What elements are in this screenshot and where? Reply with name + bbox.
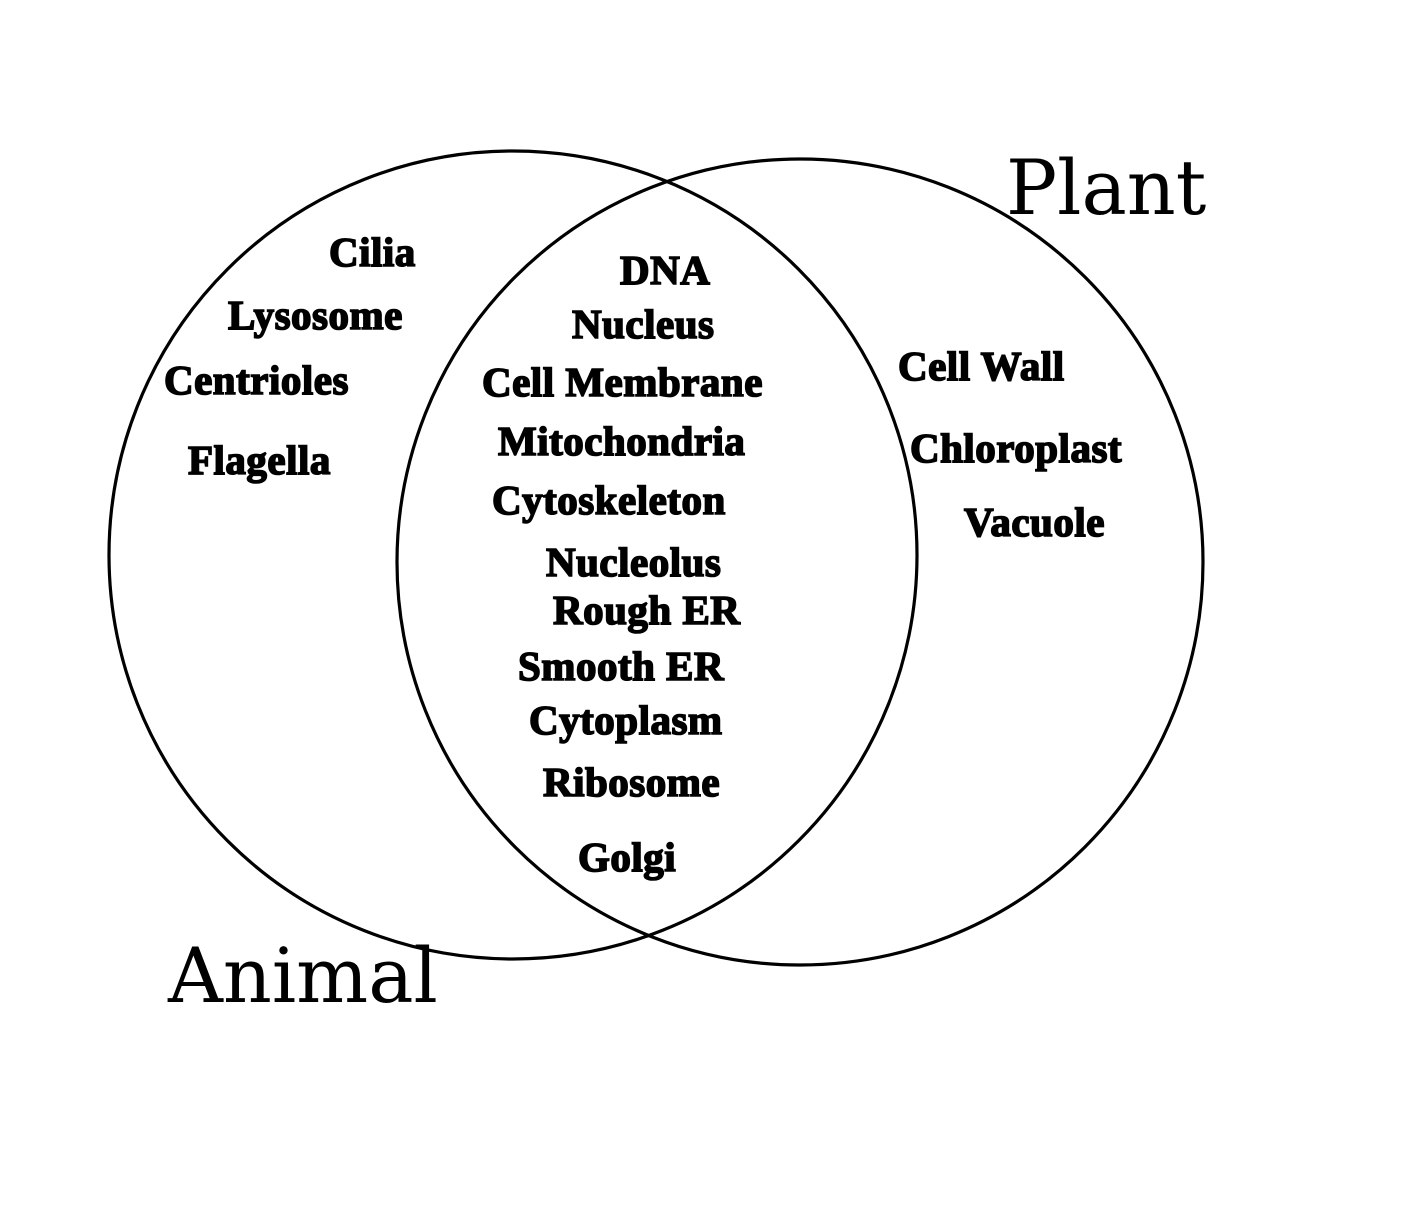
- animal-item-label: Cilia: [329, 229, 416, 275]
- shared-item-label: Golgi: [578, 834, 676, 880]
- animal-set-title: Animal: [167, 931, 438, 1020]
- plant-item-label: Chloroplast: [910, 425, 1122, 471]
- shared-item-label: Cytoplasm: [529, 697, 723, 743]
- shared-item-label: DNA: [620, 247, 710, 293]
- shared-item-label: Cell Membrane: [482, 359, 763, 405]
- shared-item-label: Rough ER: [553, 587, 740, 633]
- shared-region: DNA Nucleus Cell Membrane Mitochondria C…: [481, 246, 763, 881]
- animal-only-region: Cilia Lysosome Centrioles Flagella: [163, 228, 416, 484]
- animal-item-label: Flagella: [188, 437, 331, 483]
- animal-item-label: Lysosome: [228, 292, 403, 338]
- shared-item-label: Ribosome: [543, 759, 720, 805]
- plant-only-region: Cell Wall Chloroplast Vacuole: [897, 342, 1122, 546]
- plant-item-label: Vacuole: [964, 499, 1105, 545]
- shared-item-label: Smooth ER: [518, 643, 724, 689]
- plant-item-label: Cell Wall: [898, 343, 1065, 389]
- animal-item-label: Centrioles: [164, 357, 349, 403]
- animal-set-circle: [107, 149, 919, 961]
- plant-set-title: Plant: [1006, 143, 1206, 232]
- shared-item-label: Nucleolus: [546, 539, 721, 585]
- plant-set-circle: [395, 157, 1205, 967]
- shared-item-label: Cytoskeleton: [492, 477, 726, 523]
- shared-item-label: Mitochondria: [498, 418, 745, 464]
- shared-item-label: Nucleus: [572, 301, 714, 347]
